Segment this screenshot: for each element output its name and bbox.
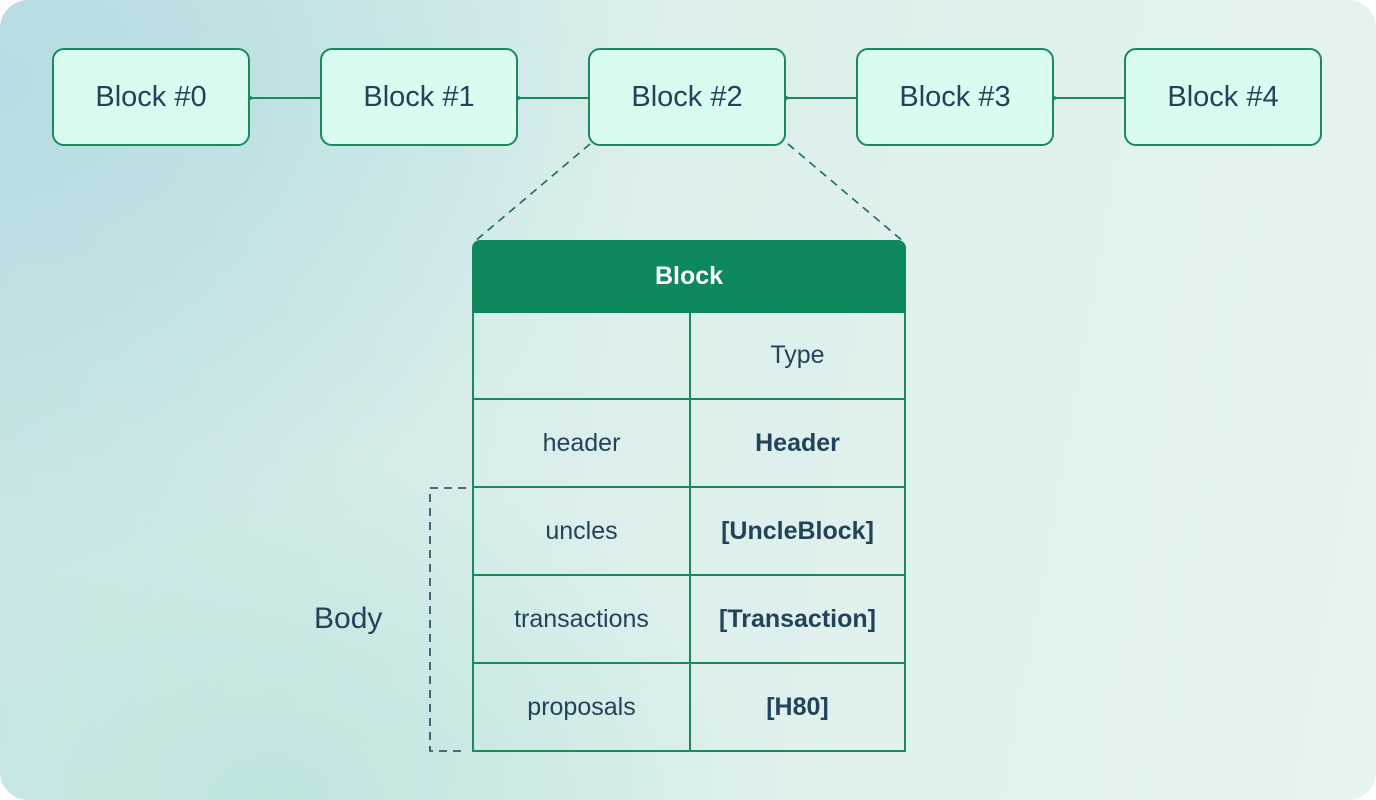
field-name: proposals (474, 664, 691, 750)
field-name: transactions (474, 576, 691, 662)
block-2: Block #2 (588, 48, 786, 146)
body-bracket (429, 487, 466, 752)
field-type: [Transaction] (719, 604, 876, 633)
field-type: Header (755, 428, 840, 457)
block-structure-table: Block Type header Header uncles [UncleBl… (472, 240, 906, 752)
table-header-row: Type (472, 313, 906, 400)
table-row: transactions [Transaction] (472, 576, 906, 664)
table-title: Block (472, 240, 906, 313)
table-row: uncles [UncleBlock] (472, 488, 906, 576)
table-header-name-cell (474, 313, 691, 398)
body-label: Body (314, 602, 383, 635)
block-1: Block #1 (320, 48, 518, 146)
field-type: [H80] (766, 692, 829, 721)
table-row: proposals [H80] (472, 664, 906, 752)
block-0: Block #0 (52, 48, 250, 146)
table-row: header Header (472, 400, 906, 488)
field-type: [UncleBlock] (721, 516, 874, 545)
field-name: uncles (474, 488, 691, 574)
block-4: Block #4 (1124, 48, 1322, 146)
table-header-type: Type (770, 341, 825, 369)
block-3: Block #3 (856, 48, 1054, 146)
zoom-line-left (473, 143, 591, 243)
zoom-line-right (787, 143, 905, 243)
field-name: header (474, 400, 691, 486)
